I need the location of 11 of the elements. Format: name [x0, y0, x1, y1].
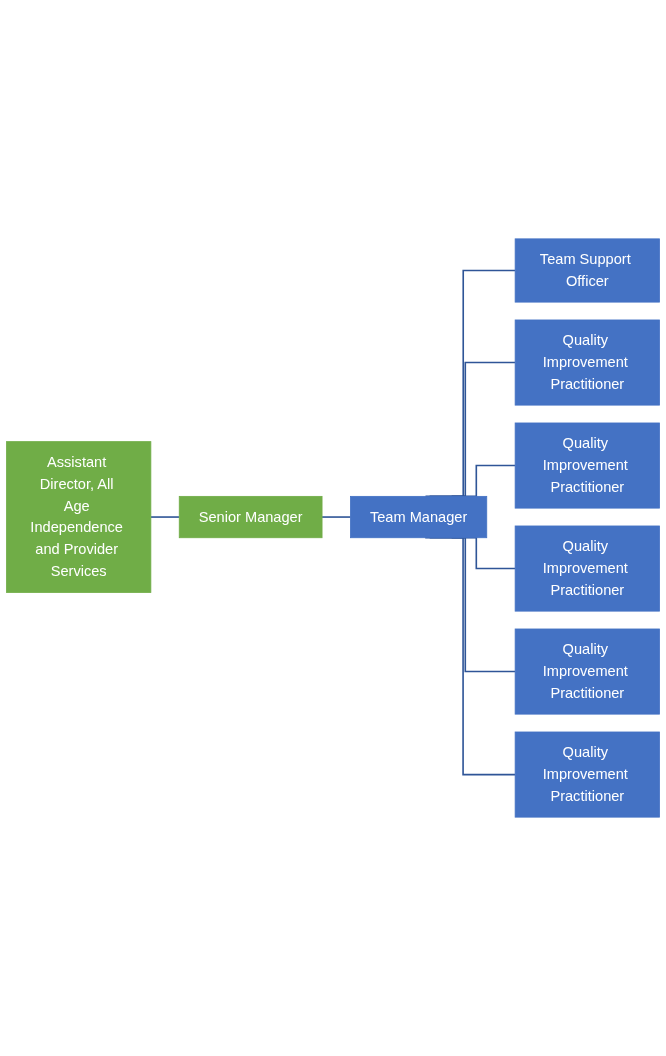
node-box: Quality Improvement Practitioner [514, 422, 660, 509]
node-box: Quality Improvement Practitioner [514, 525, 660, 612]
node-box: Quality Improvement Practitioner [514, 731, 660, 818]
connector [321, 516, 352, 518]
node-box: Quality Improvement Practitioner [514, 628, 660, 715]
node-box: Senior Manager [178, 495, 323, 539]
connector [150, 516, 181, 518]
node-box: Quality Improvement Practitioner [514, 319, 660, 406]
node-box: Team Manager [350, 495, 488, 539]
node-box: Assistant Director, All Age Independence and Provider Services [6, 441, 152, 593]
node-box: Team Support Officer [514, 238, 660, 303]
